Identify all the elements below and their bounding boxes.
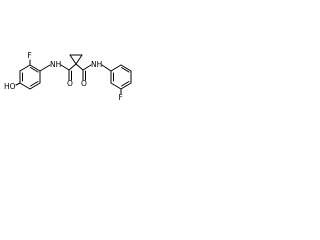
cyclopropane-ring bbox=[68, 54, 83, 71]
n-c-bond-left bbox=[60, 64, 70, 71]
carbonyl-o-left-label: O bbox=[67, 79, 73, 88]
right-phenyl-ring bbox=[110, 64, 132, 90]
c-n-bond-left bbox=[39, 64, 51, 72]
fluorine-right-label: F bbox=[119, 93, 123, 102]
c-oh-bond bbox=[15, 82, 21, 86]
left-phenyl-ring bbox=[19, 64, 41, 90]
amide-nh-left-label: NH bbox=[50, 60, 61, 69]
c-c-bond-right bbox=[75, 63, 84, 71]
chemical-structure: F HO NH O O NH F bbox=[4, 51, 132, 102]
amide-nh-right-label: NH bbox=[91, 60, 102, 69]
hydroxy-label: HO bbox=[4, 82, 16, 91]
fluorine-left-label: F bbox=[28, 51, 32, 60]
n-c-bond-ring-right bbox=[101, 64, 112, 72]
c-n-bond-right bbox=[82, 64, 92, 71]
carbonyl-o-right-label: O bbox=[81, 79, 87, 88]
